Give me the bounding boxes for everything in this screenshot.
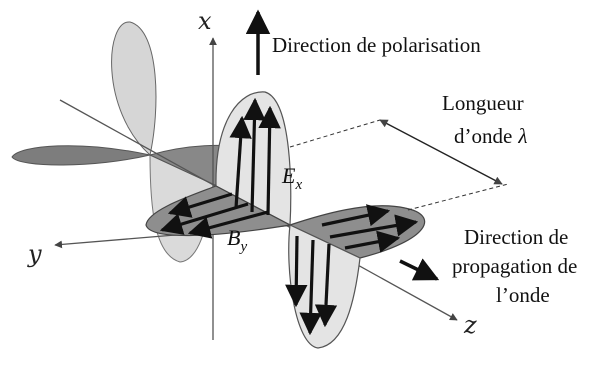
z-axis-label: z	[463, 311, 477, 339]
x-axis-label: x	[198, 7, 212, 35]
wavelength-guide-bottom	[408, 184, 508, 210]
propagation-arrow	[400, 261, 437, 279]
polarisation-label: Direction de polarisation	[272, 33, 481, 57]
propagation-label-line2: propagation de	[452, 254, 577, 278]
back-magnetic-lobe	[12, 146, 150, 165]
back-electric-lobe	[112, 22, 156, 155]
propagation-label-line3: l’onde	[496, 283, 550, 307]
y-axis-label: y	[27, 240, 42, 268]
propagation-label-line1: Direction de	[464, 225, 568, 249]
wavelength-guide-top	[290, 120, 380, 147]
wavelength-label-line1: Longueur	[442, 91, 524, 115]
